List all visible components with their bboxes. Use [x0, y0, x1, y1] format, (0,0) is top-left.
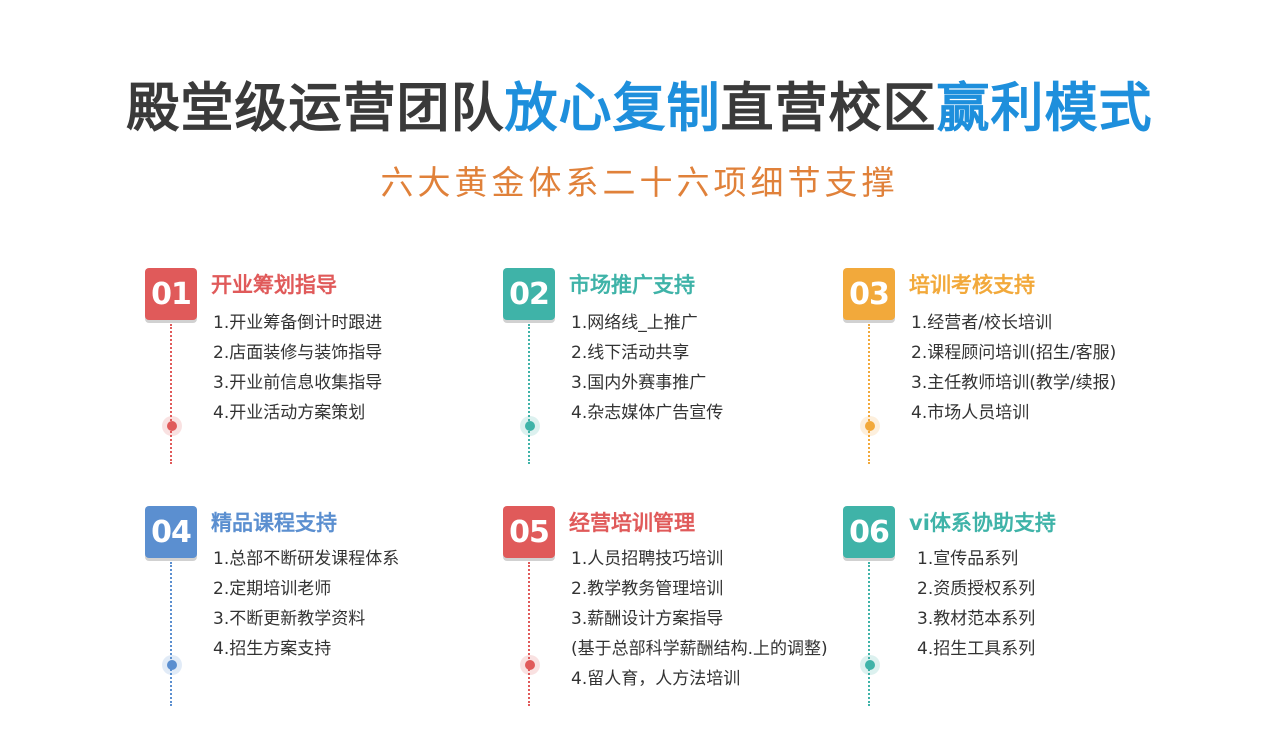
list-item: 4.留人育，人方法培训: [571, 669, 741, 689]
number-badge: 03: [843, 268, 895, 320]
list-item: 1.经营者/校长培训: [911, 313, 1052, 333]
list-item: 1.网络线_上推广: [571, 313, 698, 333]
dotted-connector: [868, 324, 870, 464]
list-item: 4.市场人员培训: [911, 403, 1030, 423]
timeline-dot: [860, 655, 880, 675]
list-item: 2.店面装修与装饰指导: [213, 343, 383, 363]
card-title: vi体系协助支持: [909, 511, 1056, 535]
headline: 殿堂级运营团队放心复制直营校区赢利模式: [0, 66, 1279, 142]
number-badge: 02: [503, 268, 555, 320]
card-title: 精品课程支持: [211, 511, 337, 535]
list-item: 1.总部不断研发课程体系: [213, 549, 400, 569]
number-badge: 04: [145, 506, 197, 558]
card-item-list: 1.开业筹备倒计时跟进 2.店面装修与装饰指导 3.开业前信息收集指导 4.开业…: [213, 308, 382, 428]
list-item: 3.开业前信息收集指导: [213, 373, 383, 393]
timeline-dot: [520, 416, 540, 436]
list-item: 3.薪酬设计方案指导: [571, 609, 724, 629]
list-item: 2.资质授权系列: [917, 579, 1036, 599]
dotted-connector: [868, 562, 870, 706]
card-title: 市场推广支持: [569, 273, 695, 297]
timeline-dot: [860, 416, 880, 436]
dotted-connector: [528, 562, 530, 706]
list-item: 4.开业活动方案策划: [213, 403, 366, 423]
card-title: 经营培训管理: [569, 511, 695, 535]
number-badge: 06: [843, 506, 895, 558]
card-item-list: 1.网络线_上推广 2.线下活动共享 3.国内外赛事推广 4.杂志媒体广告宣传: [571, 308, 723, 428]
dotted-connector: [170, 562, 172, 706]
list-item: 1.开业筹备倒计时跟进: [213, 313, 383, 333]
list-item: 2.教学教务管理培训: [571, 579, 724, 599]
headline-part-3: 直营校区: [720, 78, 937, 139]
dotted-connector: [528, 324, 530, 464]
headline-part-2: 放心复制: [504, 78, 721, 139]
headline-part-1: 殿堂级运营团队: [126, 78, 505, 139]
timeline-dot: [162, 655, 182, 675]
list-item: 2.定期培训老师: [213, 579, 332, 599]
card-title: 培训考核支持: [909, 273, 1035, 297]
list-item: 3.主任教师培训(教学/续报): [911, 373, 1117, 393]
subheadline: 六大黄金体系二十六项细节支撑: [380, 163, 899, 202]
number-badge: 01: [145, 268, 197, 320]
card-title: 开业筹划指导: [211, 273, 337, 297]
list-item: 3.不断更新教学资料: [213, 609, 366, 629]
timeline-dot: [162, 416, 182, 436]
list-item: 4.招生方案支持: [213, 639, 332, 659]
list-item: 1.宣传品系列: [917, 549, 1019, 569]
list-item: 4.招生工具系列: [917, 639, 1036, 659]
list-item: 2.课程顾问培训(招生/客服): [911, 343, 1117, 363]
list-item: (基于总部科学薪酬结构.上的调整): [571, 639, 828, 659]
card-item-list: 1.宣传品系列 2.资质授权系列 3.教材范本系列 4.招生工具系列: [917, 544, 1035, 664]
list-item: 3.教材范本系列: [917, 609, 1036, 629]
number-badge: 05: [503, 506, 555, 558]
list-item: 4.杂志媒体广告宣传: [571, 403, 724, 423]
card-item-list: 1.经营者/校长培训 2.课程顾问培训(招生/客服) 3.主任教师培训(教学/续…: [911, 308, 1116, 428]
card-item-list: 1.总部不断研发课程体系 2.定期培训老师 3.不断更新教学资料 4.招生方案支…: [213, 544, 399, 664]
list-item: 3.国内外赛事推广: [571, 373, 707, 393]
timeline-dot: [520, 655, 540, 675]
list-item: 2.线下活动共享: [571, 343, 690, 363]
headline-part-4: 赢利模式: [936, 78, 1153, 139]
dotted-connector: [170, 324, 172, 464]
list-item: 1.人员招聘技巧培训: [571, 549, 724, 569]
card-item-list: 1.人员招聘技巧培训 2.教学教务管理培训 3.薪酬设计方案指导 (基于总部科学…: [571, 544, 828, 694]
